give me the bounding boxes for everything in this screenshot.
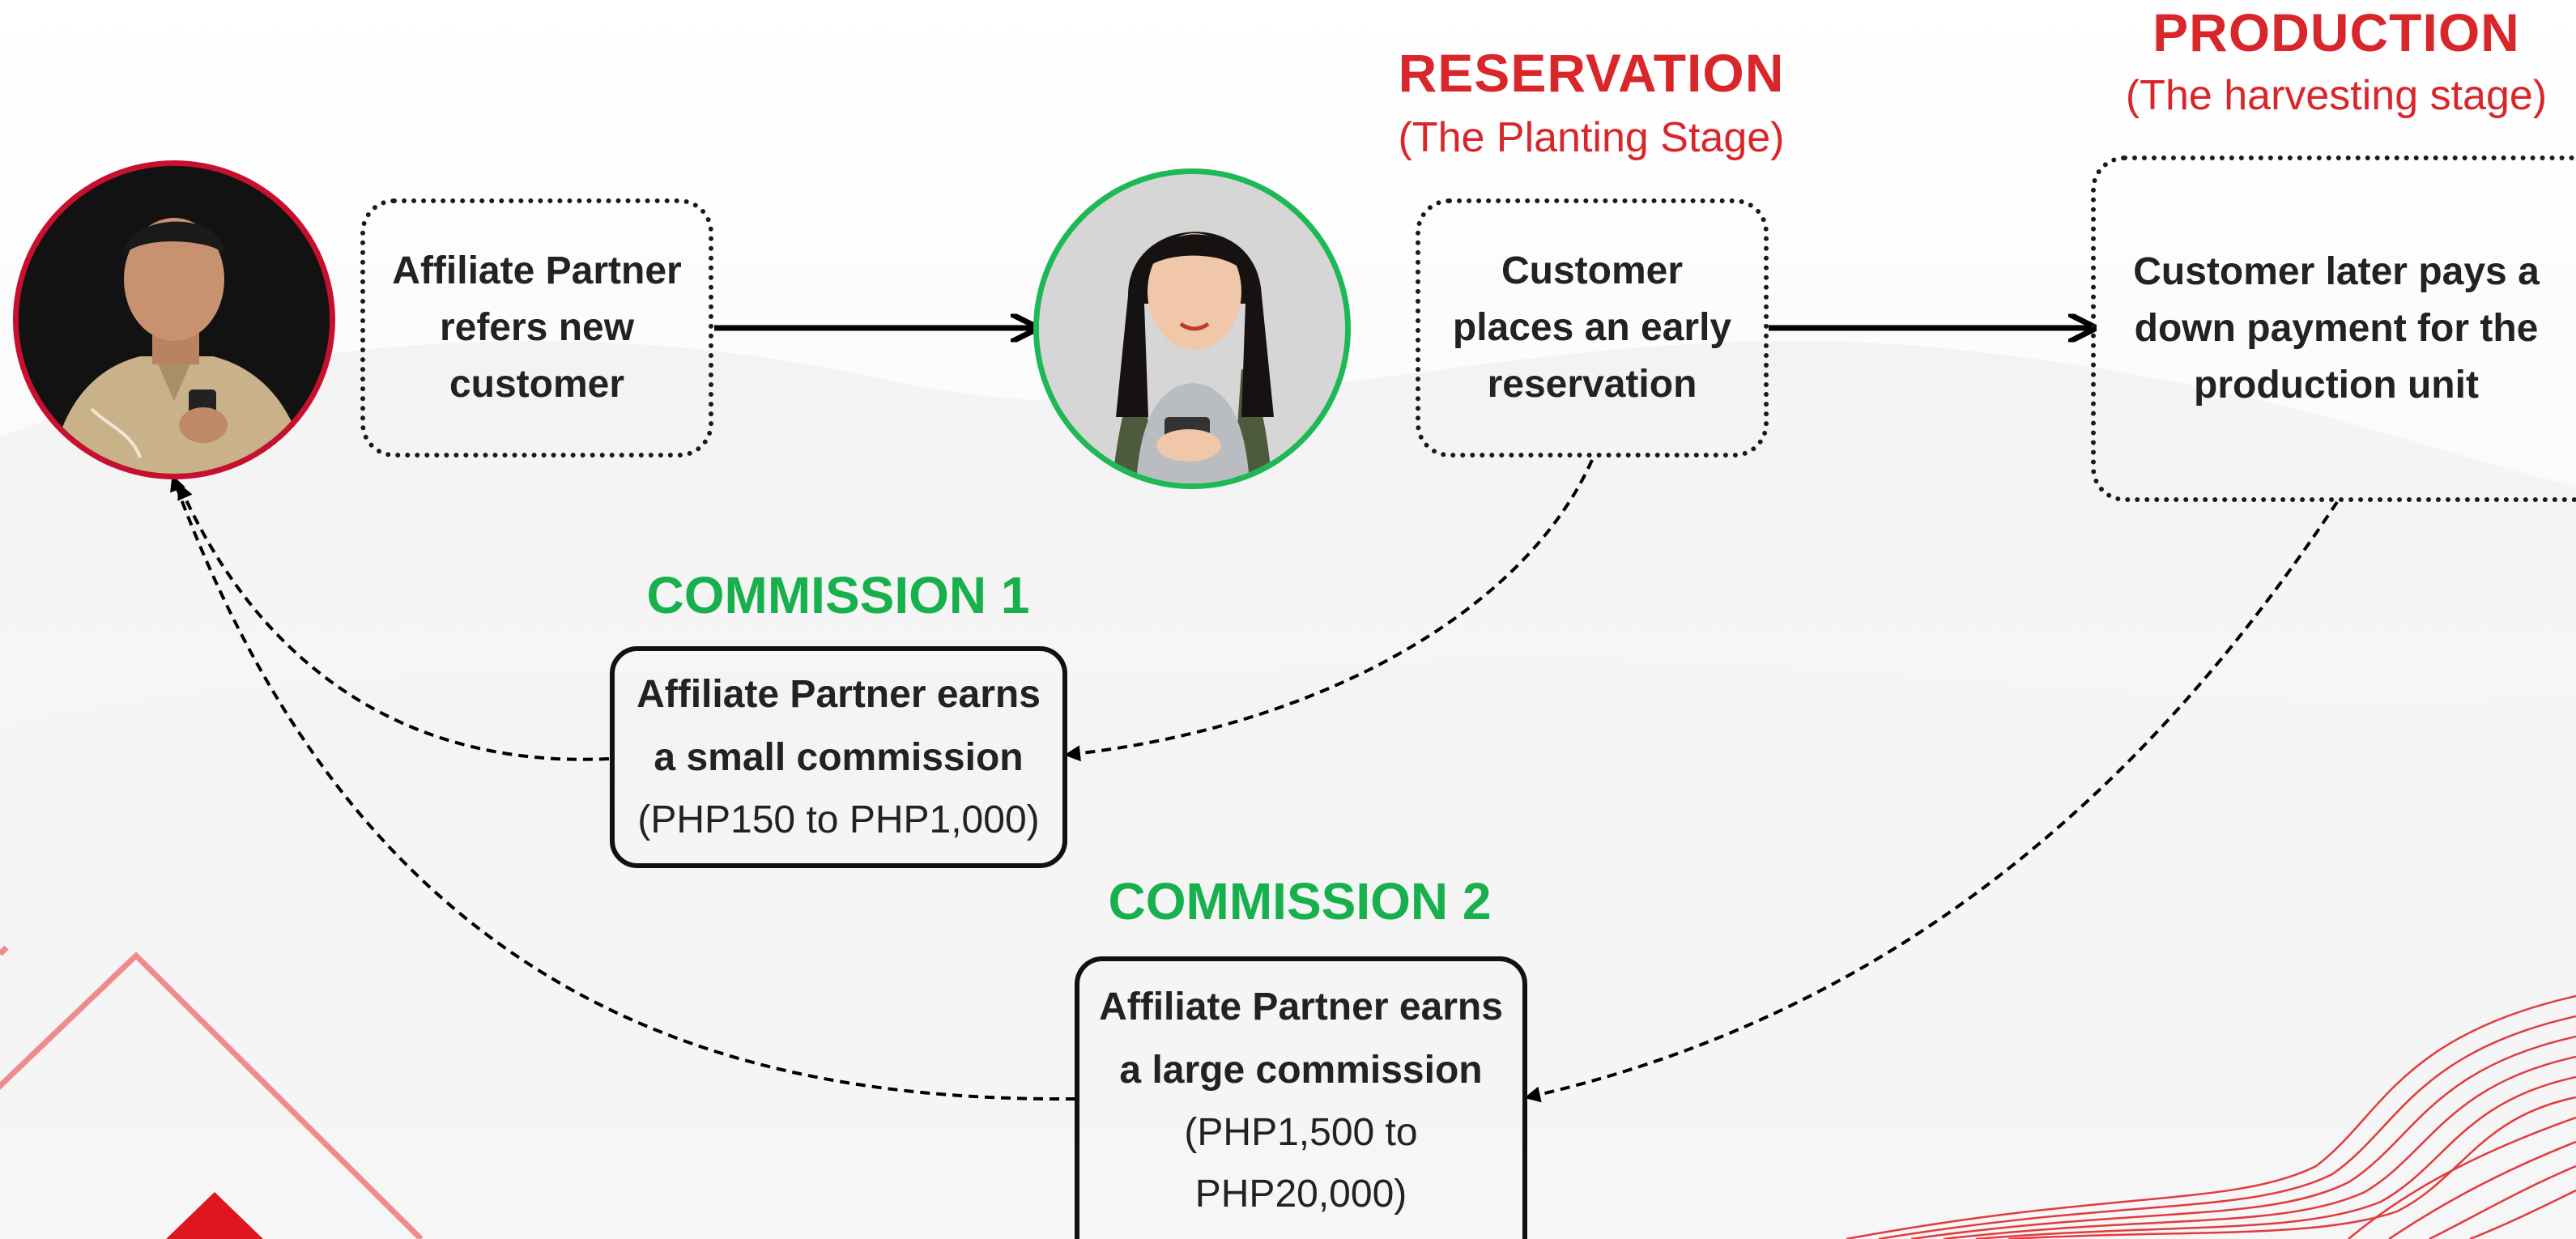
decor-red-triangle — [166, 1192, 263, 1239]
reservation-node: Customer places an early reservation — [1416, 198, 1769, 458]
decor-line-art — [1846, 994, 2576, 1239]
curve-reservation-to-commission1 — [1064, 459, 1594, 762]
decor-diamond-outline — [0, 952, 424, 1239]
reservation-subtitle: (The Planting Stage) — [1398, 114, 1785, 161]
commission2-text: Affiliate Partner earns a large commissi… — [1099, 985, 1503, 1092]
commission1-box: Affiliate Partner earns a small commissi… — [610, 646, 1067, 868]
curve-production-to-commission2 — [1524, 500, 2339, 1103]
production-subtitle: (The harvesting stage) — [2125, 72, 2548, 119]
downpayment-node-text: Customer later pays a down payment for t… — [2133, 250, 2540, 407]
commission2-title: COMMISSION 2 — [1108, 872, 1492, 930]
commission1-text: Affiliate Partner earns a small commissi… — [637, 673, 1041, 779]
curve-commission2-to-affiliate — [170, 475, 1076, 1101]
downpayment-node: Customer later pays a down payment for t… — [2091, 155, 2576, 502]
affiliate-partner-icon — [19, 166, 330, 474]
reservation-title: RESERVATION — [1398, 43, 1785, 103]
affiliate-partner-avatar — [13, 160, 335, 479]
commission1-title: COMMISSION 1 — [646, 566, 1030, 624]
commission2-box: Affiliate Partner earns a large commissi… — [1075, 956, 1527, 1239]
customer-avatar — [1033, 168, 1351, 489]
customer-icon — [1039, 174, 1345, 483]
commission2-amount: (PHP1,500 to PHP20,000) — [1184, 1110, 1418, 1216]
reservation-node-text: Customer places an early reservation — [1452, 249, 1732, 406]
commission1-amount: (PHP150 to PHP1,000) — [637, 798, 1040, 841]
refer-node-text: Affiliate Partner refers new customer — [392, 249, 682, 406]
refer-node: Affiliate Partner refers new customer — [360, 198, 713, 458]
decor-diamond-small — [0, 945, 9, 956]
curve-commission1-to-affiliate — [177, 483, 610, 761]
production-title: PRODUCTION — [2152, 2, 2520, 62]
